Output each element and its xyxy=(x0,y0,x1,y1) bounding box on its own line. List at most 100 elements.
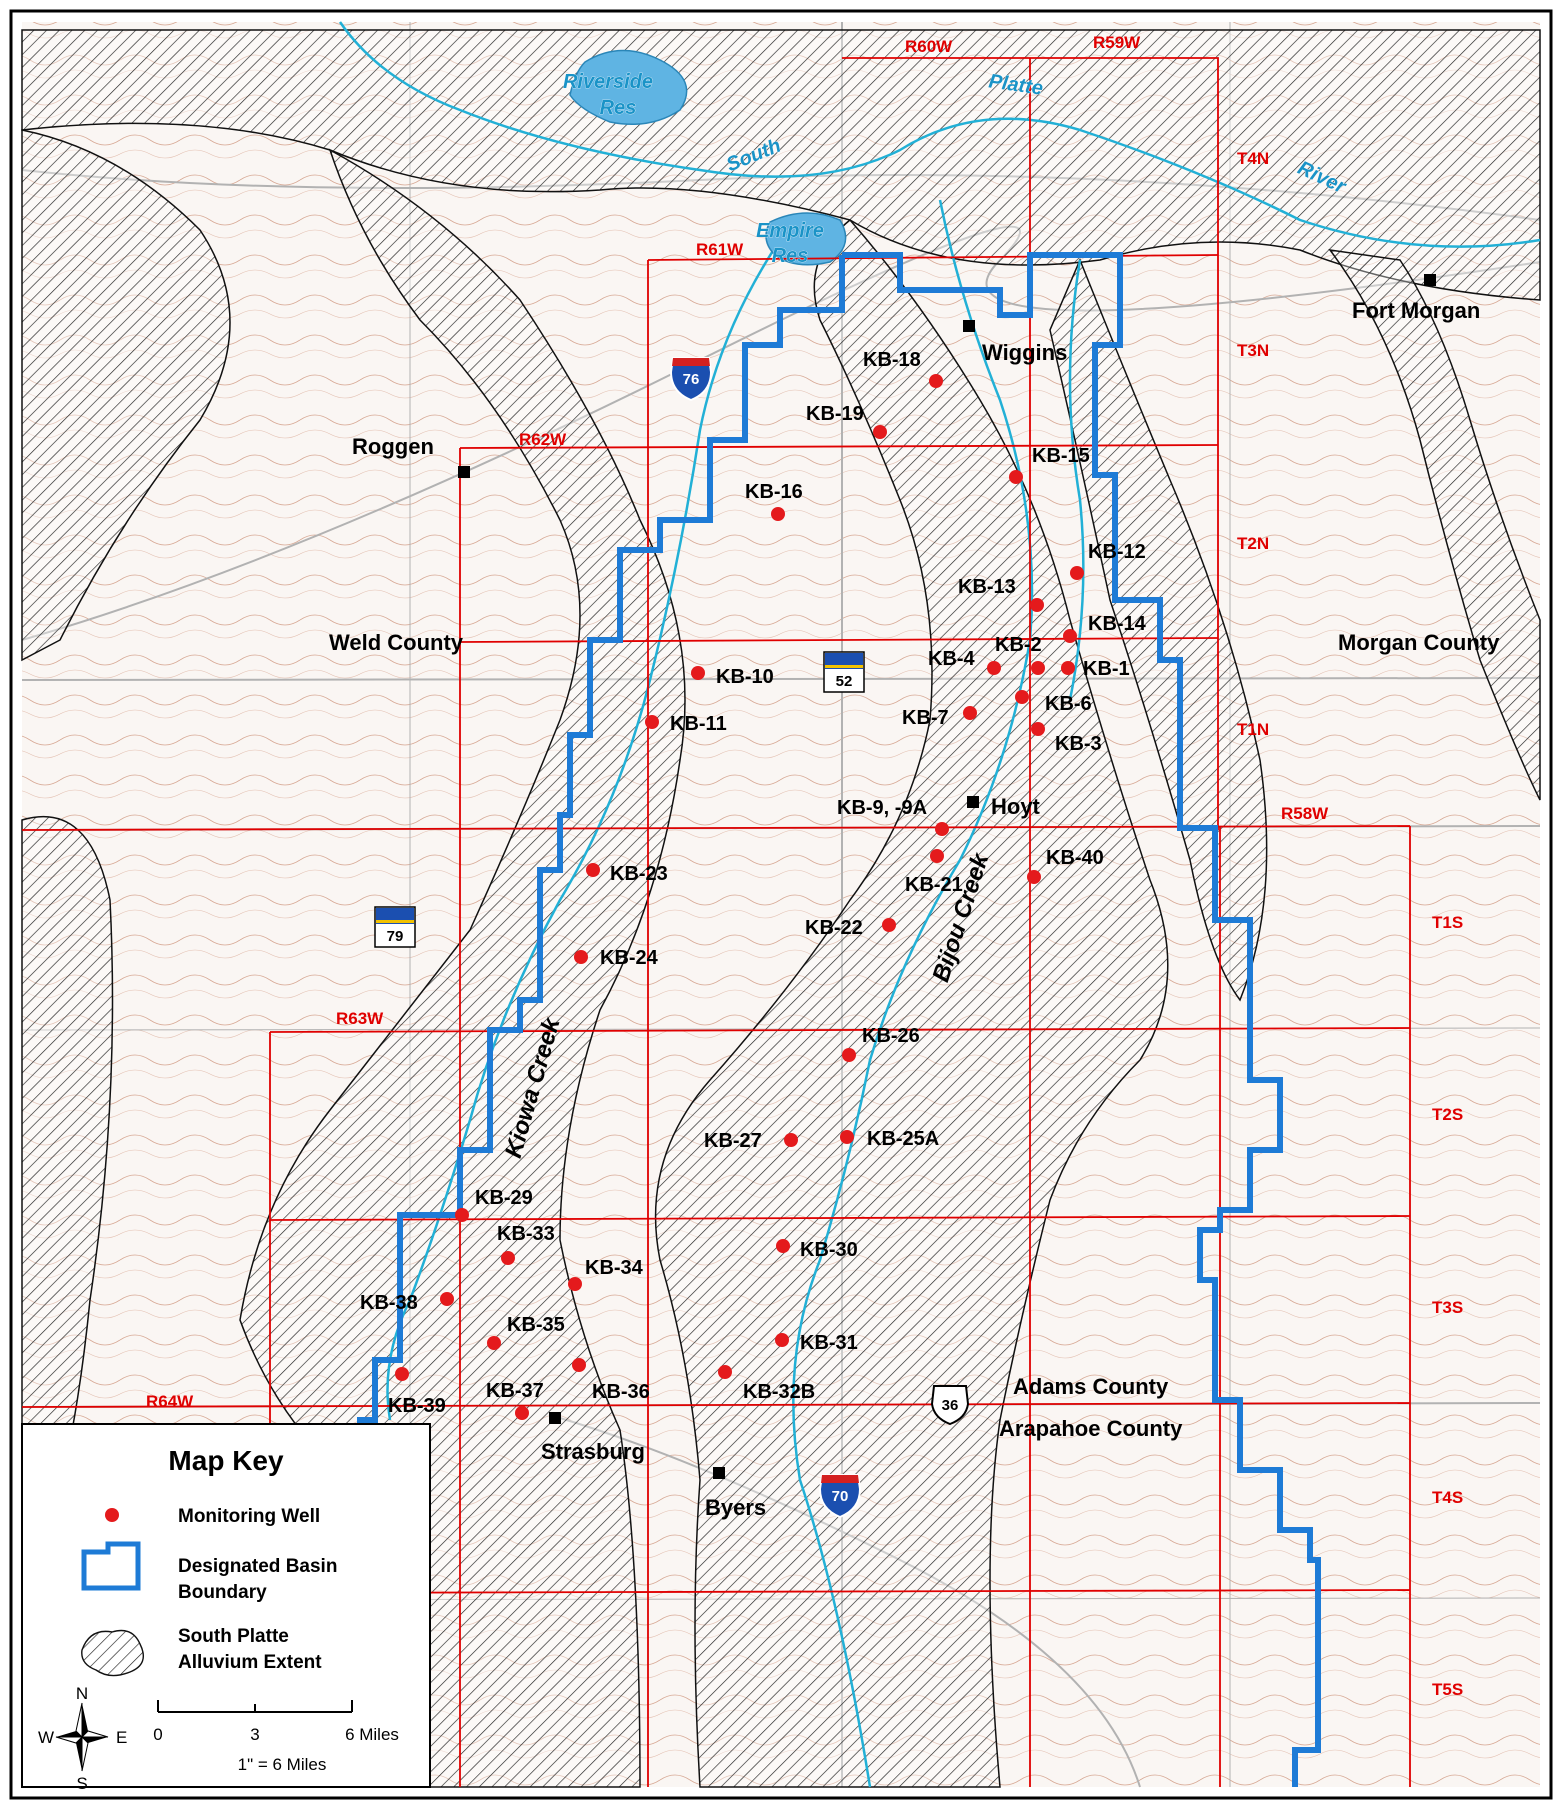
monitoring-well: KB-30 xyxy=(776,1239,858,1261)
town: Hoyt xyxy=(967,794,1041,819)
county-label: Arapahoe County xyxy=(999,1416,1183,1441)
well-label: KB-37 xyxy=(486,1380,544,1402)
grid-label: R58W xyxy=(1281,804,1329,823)
highway-number: 76 xyxy=(683,371,700,388)
well-marker xyxy=(882,918,896,932)
monitoring-well: KB-31 xyxy=(775,1332,858,1354)
town-marker xyxy=(963,320,975,332)
grid-label: T4N xyxy=(1237,149,1269,168)
well-marker xyxy=(1030,598,1044,612)
monitoring-well: KB-12 xyxy=(1070,541,1146,580)
well-label: KB-19 xyxy=(806,403,864,425)
alluvium-bijou-creek xyxy=(654,218,1169,1788)
town-marker xyxy=(713,1467,725,1479)
well-marker xyxy=(515,1406,529,1420)
well-label: KB-6 xyxy=(1045,693,1092,715)
town-marker xyxy=(549,1412,561,1424)
grid-label: T1N xyxy=(1237,720,1269,739)
well-label: KB-1 xyxy=(1083,658,1130,680)
state-shield-icon: 79 xyxy=(374,906,416,948)
map-frame xyxy=(9,9,1553,1800)
well-label: KB-32B xyxy=(743,1381,815,1403)
south-label: S xyxy=(76,1774,87,1793)
well-marker xyxy=(1015,690,1029,704)
well-label: KB-27 xyxy=(704,1130,762,1152)
town-label: Strasburg xyxy=(541,1439,645,1464)
monitoring-well: KB-15 xyxy=(1009,445,1090,484)
monitoring-well: KB-11 xyxy=(645,713,727,735)
well-label: KB-4 xyxy=(928,648,976,670)
monitoring-well: KB-29 xyxy=(455,1187,533,1222)
well-marker xyxy=(784,1133,798,1147)
monitoring-well: KB-2 xyxy=(995,634,1045,675)
well-label: KB-30 xyxy=(800,1239,858,1261)
monitoring-well: KB-26 xyxy=(842,1025,920,1062)
water-label: Empire xyxy=(756,220,824,242)
alluvium-west xyxy=(21,129,231,662)
grid-label: T1S xyxy=(1432,913,1463,932)
well-label: KB-12 xyxy=(1088,541,1146,563)
scale-bar: 0 3 6 Miles 1" = 6 Miles xyxy=(153,1700,399,1774)
well-label: KB-40 xyxy=(1046,847,1104,869)
east-label: E xyxy=(116,1728,127,1747)
water-label: Res xyxy=(600,97,637,119)
highway-number: 79 xyxy=(387,928,404,945)
well-marker xyxy=(771,507,785,521)
well-marker xyxy=(645,715,659,729)
map-key: Map Key Monitoring Well Designated Basin… xyxy=(21,1423,431,1793)
alluvium-morgan-draw xyxy=(1328,249,1541,801)
well-marker xyxy=(1031,661,1045,675)
well-label: KB-7 xyxy=(902,707,949,729)
map-key-title: Map Key xyxy=(168,1445,284,1476)
well-label: KB-2 xyxy=(995,634,1042,656)
empire-reservoir xyxy=(765,212,847,266)
well-marker xyxy=(775,1333,789,1347)
well-label: KB-38 xyxy=(360,1292,418,1314)
town-label: Wiggins xyxy=(982,340,1067,365)
well-label: KB-31 xyxy=(800,1332,858,1354)
monitoring-well: KB-21 xyxy=(905,849,963,896)
monitoring-well: KB-14 xyxy=(1063,613,1147,643)
us-shield-icon: 36 xyxy=(930,1385,970,1426)
streams xyxy=(338,21,1541,1788)
well-label: KB-39 xyxy=(388,1395,446,1417)
scale-label-6: 6 Miles xyxy=(345,1725,399,1744)
scale-label-0: 0 xyxy=(153,1725,162,1744)
reservoirs xyxy=(569,49,847,266)
well-marker xyxy=(1009,470,1023,484)
monitoring-well: KB-38 xyxy=(360,1292,454,1314)
monitoring-well: KB-6 xyxy=(1015,690,1092,715)
well-marker xyxy=(842,1048,856,1062)
highway-number: 36 xyxy=(942,1397,959,1414)
kiowa-creek-stream xyxy=(386,239,782,1421)
legend-basin-label-2: Boundary xyxy=(178,1582,267,1603)
well-label: KB-21 xyxy=(905,874,963,896)
well-label: KB-26 xyxy=(862,1025,920,1047)
water-label: Riverside xyxy=(563,71,653,93)
scale-label-3: 3 xyxy=(250,1725,259,1744)
town-marker xyxy=(967,796,979,808)
monitoring-well: KB-13 xyxy=(958,576,1044,612)
legend-basin-symbol xyxy=(81,1541,141,1591)
well-marker xyxy=(568,1277,582,1291)
town-marker xyxy=(1424,274,1436,286)
monitoring-well: KB-1 xyxy=(1061,658,1130,680)
well-label: KB-3 xyxy=(1055,733,1102,755)
well-marker xyxy=(840,1130,854,1144)
well-marker xyxy=(963,706,977,720)
monitoring-well: KB-16 xyxy=(745,481,803,521)
well-marker xyxy=(455,1208,469,1222)
well-label: KB-16 xyxy=(745,481,803,503)
highway-number: 70 xyxy=(832,1488,849,1505)
grid-label: R63W xyxy=(336,1009,384,1028)
designated-basin-boundary xyxy=(357,252,1321,1787)
riverside-reservoir xyxy=(569,49,688,125)
grid-label: R60W xyxy=(905,37,953,56)
legend-well-label: Monitoring Well xyxy=(178,1506,320,1527)
monitoring-well: KB-33 xyxy=(497,1223,555,1265)
grid-label: T2S xyxy=(1432,1105,1463,1124)
town: Wiggins xyxy=(963,320,1067,365)
well-label: KB-11 xyxy=(670,713,727,735)
